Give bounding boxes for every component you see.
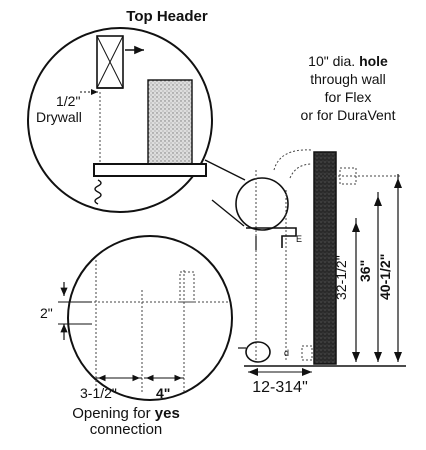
hole-line-4: or for DuraVent (301, 107, 396, 123)
top-header-box (96, 35, 124, 89)
opening-yes: yes (155, 405, 180, 422)
opening-detail (58, 235, 233, 401)
hole-line-1-bold: hole (359, 53, 388, 69)
unit-elevation (204, 149, 406, 376)
header-stipple-block (147, 79, 193, 167)
height-36-label: 36" (357, 260, 373, 282)
half-inch-label: 1/2" (56, 93, 80, 109)
height-32-label: 32-1/2" (333, 255, 349, 300)
hole-line-1-prefix: 10" dia. (308, 53, 359, 69)
four-inch-label: 4" (156, 385, 170, 401)
opening-for: for (133, 405, 155, 422)
two-inch-label: 2" (40, 305, 53, 321)
unit-mark-e: E (296, 234, 302, 244)
spring-icon (94, 179, 102, 205)
opening-word: Opening (72, 405, 133, 422)
drywall-label: Drywall (36, 109, 82, 125)
header-ledge (93, 163, 207, 177)
hole-line-1: 10" dia. hole (308, 53, 388, 69)
hole-line-3: for Flex (325, 89, 372, 105)
opening-line-1: Opening for yes (72, 405, 180, 422)
hole-line-2: through wall (310, 71, 386, 87)
vent-opening-icon (245, 341, 271, 363)
top-header-detail (27, 27, 213, 213)
three-half-label: 3-1/2" (80, 385, 117, 401)
height-40-label: 40-1/2" (377, 254, 393, 300)
wall-section (313, 151, 337, 365)
top-header-label: Top Header (126, 8, 208, 25)
unit-mark-small: d (284, 348, 289, 358)
opening-line-2: connection (90, 421, 163, 438)
width-dim-label: 12-314" (252, 379, 308, 396)
